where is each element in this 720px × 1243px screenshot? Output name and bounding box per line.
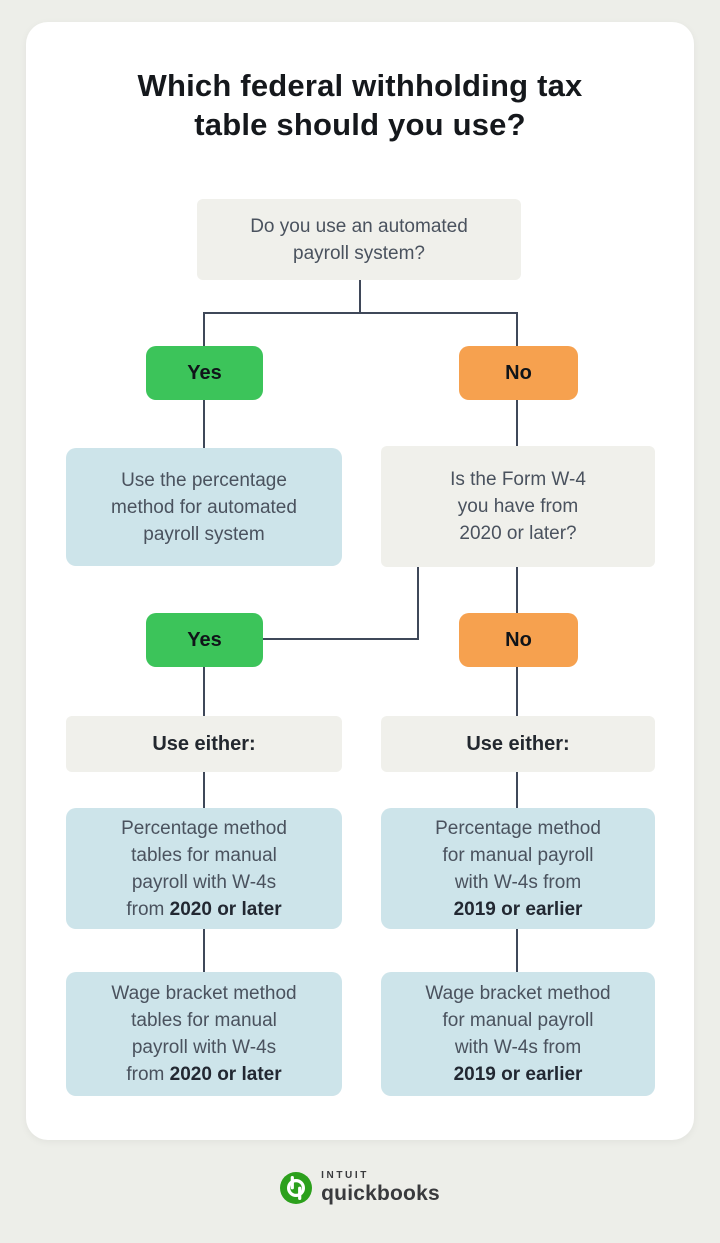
quickbooks-wordmark-text: quickbooks xyxy=(321,1182,440,1205)
wage-bracket-2020-box: Wage bracket method tables for manual pa… xyxy=(66,972,342,1096)
connector-no2-down xyxy=(516,667,518,716)
page-title: Which federal withholding tax table shou… xyxy=(60,66,660,144)
connector-q1-to-no1 xyxy=(516,312,518,347)
connector-yes1-down xyxy=(203,400,205,450)
pm-left-line-4: from 2020 or later xyxy=(126,896,281,923)
percentage-method-2019-box: Percentage method for manual payroll wit… xyxy=(381,808,655,929)
pm-right-line-4-bold: 2019 or earlier xyxy=(453,898,583,920)
result-automated-line-3: payroll system xyxy=(143,523,265,545)
connector-q1-branch xyxy=(203,312,518,314)
question-automated-payroll-box: Do you use an automated payroll system? xyxy=(197,199,521,280)
connector-q1-stem xyxy=(359,280,361,314)
wb-right-line-2: for manual payroll xyxy=(442,1010,594,1031)
connector-either-right-down xyxy=(516,772,518,808)
pm-left-line-1: Percentage method xyxy=(121,817,287,839)
percentage-method-2020-box: Percentage method tables for manual payr… xyxy=(66,808,342,929)
intuit-wordmark: INTUIT xyxy=(321,1170,369,1181)
yes-badge-1: Yes xyxy=(146,346,263,400)
use-either-right-box: Use either: xyxy=(381,716,655,772)
connector-pm-right-down xyxy=(516,929,518,973)
wb-right-line-4-bold: 2019 or earlier xyxy=(453,1064,583,1085)
pm-left-line-4-pre: from xyxy=(126,898,165,920)
question-w4-line-2: you have from xyxy=(457,496,579,517)
question-w4-year-box: Is the Form W-4 you have from 2020 or la… xyxy=(381,446,655,567)
yes-badge-2: Yes xyxy=(146,613,263,667)
pm-right-line-1: Percentage method xyxy=(435,817,601,839)
question-automated-payroll-line-2: payroll system? xyxy=(293,242,425,264)
wb-left-line-4: from 2020 or later xyxy=(126,1061,281,1088)
page-title-line-2: table should you use? xyxy=(194,107,526,142)
question-automated-payroll-line-1: Do you use an automated xyxy=(250,215,468,237)
connector-w4-left-exit xyxy=(417,567,419,640)
pm-left-line-3: payroll with W-4s xyxy=(131,871,277,893)
quickbooks-logo: INTUIT quickbooks xyxy=(0,1170,720,1205)
pm-right-line-3: with W-4s from xyxy=(454,871,582,893)
connector-pm-left-down xyxy=(203,929,205,973)
question-w4-line-3: 2020 or later? xyxy=(459,523,577,544)
question-w4-line-1: Is the Form W-4 xyxy=(450,469,586,490)
wb-left-line-4-pre: from xyxy=(126,1064,165,1085)
no-badge-1: No xyxy=(459,346,578,400)
result-automated-line-2: method for automated xyxy=(111,496,297,518)
pm-right-line-2: for manual payroll xyxy=(442,844,594,866)
connector-no1-down xyxy=(516,400,518,448)
wb-right-line-4: 2019 or earlier xyxy=(454,1061,583,1088)
use-either-left-box: Use either: xyxy=(66,716,342,772)
page-title-line-1: Which federal withholding tax xyxy=(137,68,583,103)
wb-left-line-1: Wage bracket method xyxy=(111,983,297,1004)
result-automated-percentage-box: Use the percentage method for automated … xyxy=(66,448,342,566)
wage-bracket-2019-box: Wage bracket method for manual payroll w… xyxy=(381,972,655,1096)
quickbooks-wordmark: INTUIT quickbooks xyxy=(321,1170,440,1205)
wb-left-line-2: tables for manual xyxy=(131,1010,277,1031)
connector-q1-to-yes1 xyxy=(203,312,205,347)
pm-right-line-4: 2019 or earlier xyxy=(454,896,583,923)
wb-left-line-4-bold: 2020 or later xyxy=(169,1064,282,1085)
wb-left-line-3: payroll with W-4s xyxy=(131,1037,277,1058)
connector-either-left-down xyxy=(203,772,205,808)
connector-w4-elbow-to-yes2 xyxy=(262,638,419,640)
connector-w4-to-no2 xyxy=(516,567,518,614)
quickbooks-circle-icon xyxy=(280,1171,313,1204)
no-badge-2: No xyxy=(459,613,578,667)
wb-right-line-3: with W-4s from xyxy=(454,1037,582,1058)
wb-right-line-1: Wage bracket method xyxy=(425,983,611,1004)
result-automated-line-1: Use the percentage xyxy=(121,469,287,491)
pm-left-line-4-bold: 2020 or later xyxy=(169,898,282,920)
pm-left-line-2: tables for manual xyxy=(131,844,277,866)
connector-yes2-down xyxy=(203,667,205,716)
